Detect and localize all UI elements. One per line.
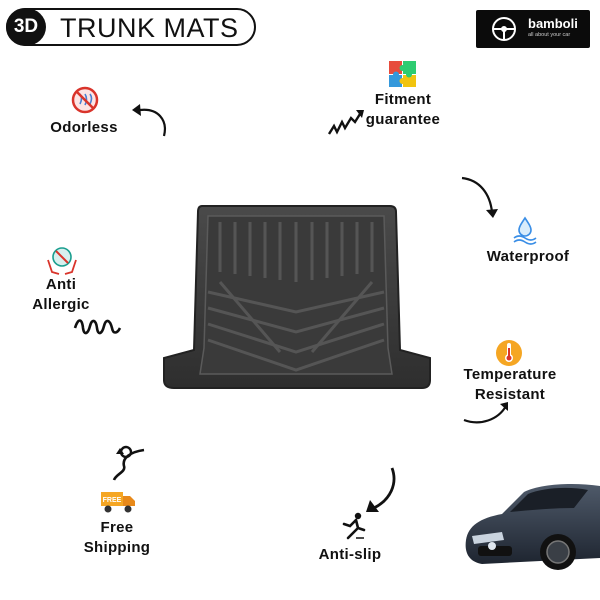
truck-label: FREE	[103, 497, 122, 504]
allergy-hands-icon	[47, 247, 77, 275]
3d-badge: 3D	[6, 8, 46, 46]
brand-logo: bamboli all about your car	[476, 10, 590, 48]
free-line2: Shipping	[83, 539, 151, 556]
feature-odorless: Odorless	[50, 119, 118, 136]
arrow-icon	[463, 402, 508, 424]
arrow-icon	[366, 467, 396, 512]
slip-figure-icon	[342, 512, 366, 540]
temp-line2: Resistant	[474, 386, 546, 403]
arrow-icon	[461, 176, 498, 218]
free-line1: Free	[100, 519, 134, 536]
fitment-line2: guarantee	[365, 111, 441, 128]
feature-waterproof: Waterproof	[486, 248, 570, 265]
car-image	[465, 484, 600, 570]
no-smell-icon	[71, 86, 99, 114]
steering-wheel-icon	[492, 17, 516, 41]
arrow-icon	[132, 104, 166, 137]
page-title: TRUNK MATS	[60, 13, 239, 43]
feature-anti-allergic: Anti Allergic	[28, 275, 94, 315]
fitment-line1: Fitment	[374, 91, 432, 108]
feature-free-shipping: Free Shipping	[72, 518, 162, 558]
puzzle-icon	[389, 61, 416, 87]
trunk-mat-image	[163, 205, 431, 389]
thermometer-icon	[496, 340, 522, 366]
squiggle-arrow-icon	[327, 110, 364, 135]
anti-line2: Allergic	[32, 296, 90, 313]
anti-line1: Anti	[45, 276, 77, 293]
delivery-truck-icon: FREE	[101, 492, 135, 513]
brand-tagline: all about your car	[528, 32, 571, 38]
arrow-icon	[112, 445, 145, 481]
squiggle-arrow-icon	[73, 319, 122, 335]
water-drop-icon	[513, 216, 537, 245]
feature-fitment: Fitment guarantee	[358, 90, 448, 130]
temp-line1: Temperature	[463, 366, 557, 383]
feature-anti-slip: Anti-slip	[318, 546, 382, 563]
brand-name: bamboli	[528, 16, 578, 31]
feature-temperature: Temperature Resistant	[452, 365, 568, 405]
